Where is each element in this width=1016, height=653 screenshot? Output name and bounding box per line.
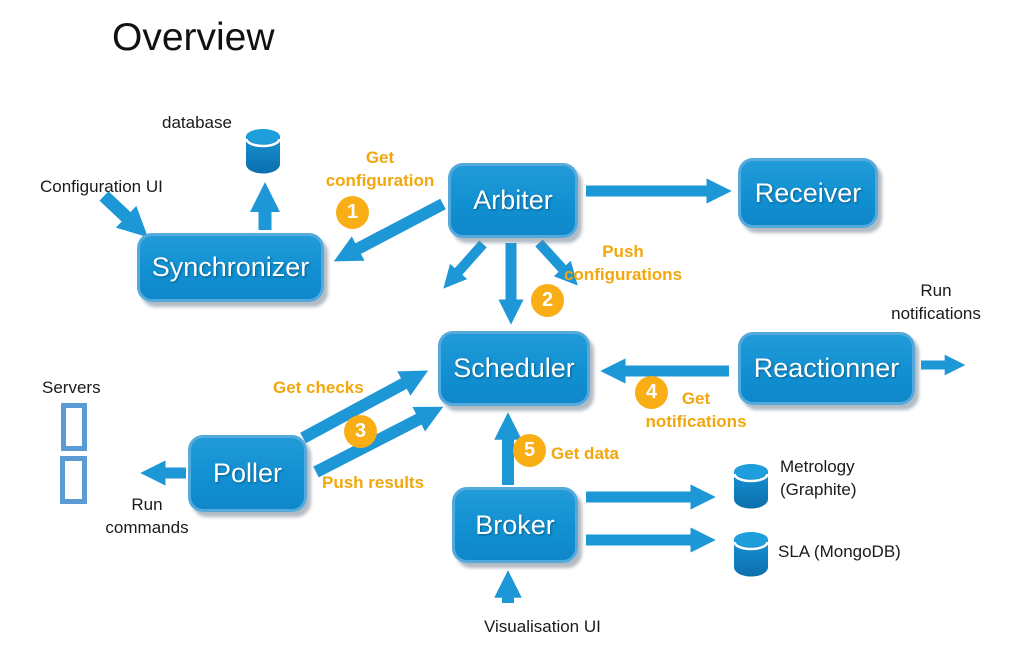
database-icon [245, 129, 281, 174]
visualisation-ui-label: Visualisation UI [484, 617, 601, 636]
step-1-number: 1 [346, 201, 359, 223]
flow-push-configurations-label: Push configurations [563, 242, 683, 285]
flow-get-notifications-label: Get notifications [645, 389, 747, 432]
servers-label: Servers [42, 378, 101, 397]
arrow-poller-push-results [313, 406, 444, 478]
arrow-poller-get-checks [300, 370, 429, 444]
step-2-badge: 2 [531, 284, 564, 317]
flow-get-configuration-label: Get configuration [325, 148, 435, 191]
flow-get-checks-label: Get checks [273, 378, 364, 397]
node-synchronizer-label: Synchronizer [151, 252, 310, 282]
configuration-ui-label: Configuration UI [40, 177, 163, 196]
database-label: database [162, 113, 232, 132]
page-title: Overview [112, 16, 275, 59]
node-receiver: Receiver [738, 158, 878, 228]
node-synchronizer: Synchronizer [137, 233, 324, 302]
arrow-arbiter-fan-right [535, 239, 578, 286]
node-poller: Poller [188, 435, 307, 512]
step-3-badge: 3 [344, 415, 377, 448]
node-reactionner-label: Reactionner [753, 353, 900, 383]
metrology-database-icon [733, 464, 769, 509]
node-arbiter-label: Arbiter [473, 185, 553, 215]
arrow-configui-to-synchronizer [99, 191, 148, 238]
step-5-number: 5 [523, 439, 536, 461]
node-broker: Broker [452, 487, 578, 563]
step-2-number: 2 [541, 289, 554, 311]
step-5-badge: 5 [513, 434, 546, 467]
node-broker-label: Broker [475, 509, 555, 540]
arrow-arbiter-to-synchronizer [333, 198, 446, 262]
node-arbiter: Arbiter [448, 163, 578, 238]
node-receiver-label: Receiver [754, 177, 862, 208]
node-poller-label: Poller [212, 458, 283, 488]
server-icon-1 [61, 403, 87, 451]
run-commands-label: Run commands [105, 495, 189, 537]
server-icon-2 [60, 456, 87, 504]
node-scheduler: Scheduler [438, 331, 590, 406]
step-4-badge: 4 [635, 376, 668, 409]
step-1-badge: 1 [336, 196, 369, 229]
arrow-arbiter-fan-left [443, 240, 487, 289]
flow-push-results-label: Push results [322, 473, 425, 492]
run-notifications-label: Run notifications [891, 281, 981, 323]
flow-get-data-label: Get data [551, 444, 620, 463]
sla-database-icon [733, 532, 769, 577]
step-3-number: 3 [354, 420, 367, 442]
step-4-number: 4 [645, 381, 658, 403]
node-scheduler-label: Scheduler [453, 353, 575, 383]
sla-label: SLA (MongoDB) [778, 542, 901, 561]
metrology-label: Metrology (Graphite) [780, 457, 857, 499]
node-reactionner: Reactionner [738, 332, 915, 405]
